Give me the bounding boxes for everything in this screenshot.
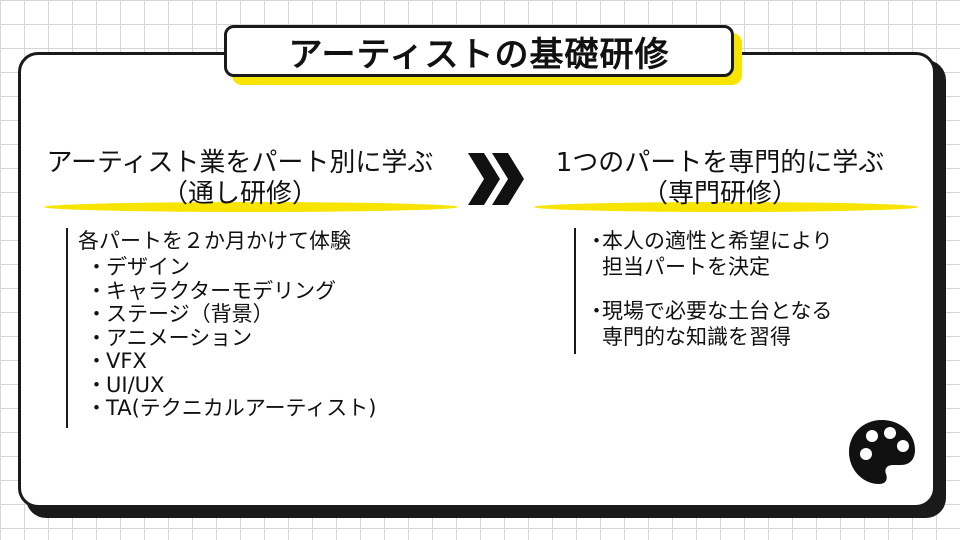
content-card	[18, 52, 936, 508]
list-item: ・VFX	[78, 349, 456, 374]
list-item-line2: 専門的な知識を習得	[602, 325, 791, 349]
left-heading-line2: （通し研修）	[161, 179, 318, 209]
list-item: ・キャラクターモデリング	[78, 278, 456, 304]
list-item: ・TA(テクニカルアーティスト)	[78, 396, 456, 421]
paint-palette-icon	[849, 420, 915, 484]
right-heading-highlight	[534, 202, 918, 212]
list-item-text: 現場で必要な土台となる 専門的な知識を習得	[602, 298, 832, 350]
bullet: ・	[86, 302, 107, 326]
left-heading: アーティスト業をパート別に学ぶ （通し研修）	[30, 148, 450, 210]
left-heading-line1: アーティスト業をパート別に学ぶ	[46, 148, 434, 178]
bullet: ・	[86, 278, 107, 303]
bullet: ・	[86, 325, 107, 350]
list-item-label: キャラクターモデリング	[106, 278, 337, 303]
list-item-text: 本人の適性と希望により 担当パートを決定	[602, 228, 833, 280]
bullet: ・	[586, 299, 607, 323]
list-item-label: ステージ（背景）	[106, 302, 274, 326]
list-item-line2: 担当パートを決定	[602, 255, 770, 279]
list-item-label: デザイン	[106, 255, 190, 279]
list-item: ・アニメーション	[78, 325, 456, 351]
list-item-line1: 現場で必要な土台となる	[602, 299, 833, 323]
left-list: 各パートを２か月かけて体験 ・デザイン ・キャラクターモデリング ・ステージ（背…	[66, 228, 456, 428]
right-list: ・ 本人の適性と希望により 担当パートを決定 ・ 現場で必要な土台となる 専門的…	[574, 228, 914, 354]
bullet: ・	[86, 255, 107, 279]
list-item: ・UI/UX	[78, 372, 456, 398]
double-chevron-right-icon	[468, 153, 524, 205]
list-item-label: UI/UX	[106, 372, 165, 397]
page-title: アーティストの基礎研修	[288, 34, 670, 75]
title-box: アーティストの基礎研修	[224, 25, 734, 77]
right-heading-line1: 1つのパートを専門的に学ぶ	[555, 148, 885, 178]
left-items: ・デザイン ・キャラクターモデリング ・ステージ（背景） ・アニメーション ・V…	[78, 255, 456, 421]
list-item: ・ 現場で必要な土台となる 専門的な知識を習得	[586, 298, 914, 350]
bullet: ・	[86, 372, 107, 397]
list-item: ・ 本人の適性と希望により 担当パートを決定	[586, 228, 914, 280]
left-heading-highlight	[44, 202, 458, 212]
list-item-label: アニメーション	[106, 325, 253, 350]
bullet: ・	[86, 349, 107, 373]
list-item-label: TA(テクニカルアーティスト)	[106, 396, 377, 420]
list-item: ・デザイン	[78, 255, 456, 280]
list-item: ・ステージ（背景）	[78, 302, 456, 327]
right-heading-line2: （専門研修）	[641, 179, 798, 209]
list-item-label: VFX	[106, 349, 147, 373]
left-lead: 各パートを２か月かけて体験	[78, 229, 351, 253]
bullet: ・	[86, 396, 107, 420]
list-item-line1: 本人の適性と希望により	[602, 229, 833, 253]
bullet: ・	[586, 229, 607, 253]
right-heading: 1つのパートを専門的に学ぶ （専門研修）	[510, 148, 930, 210]
